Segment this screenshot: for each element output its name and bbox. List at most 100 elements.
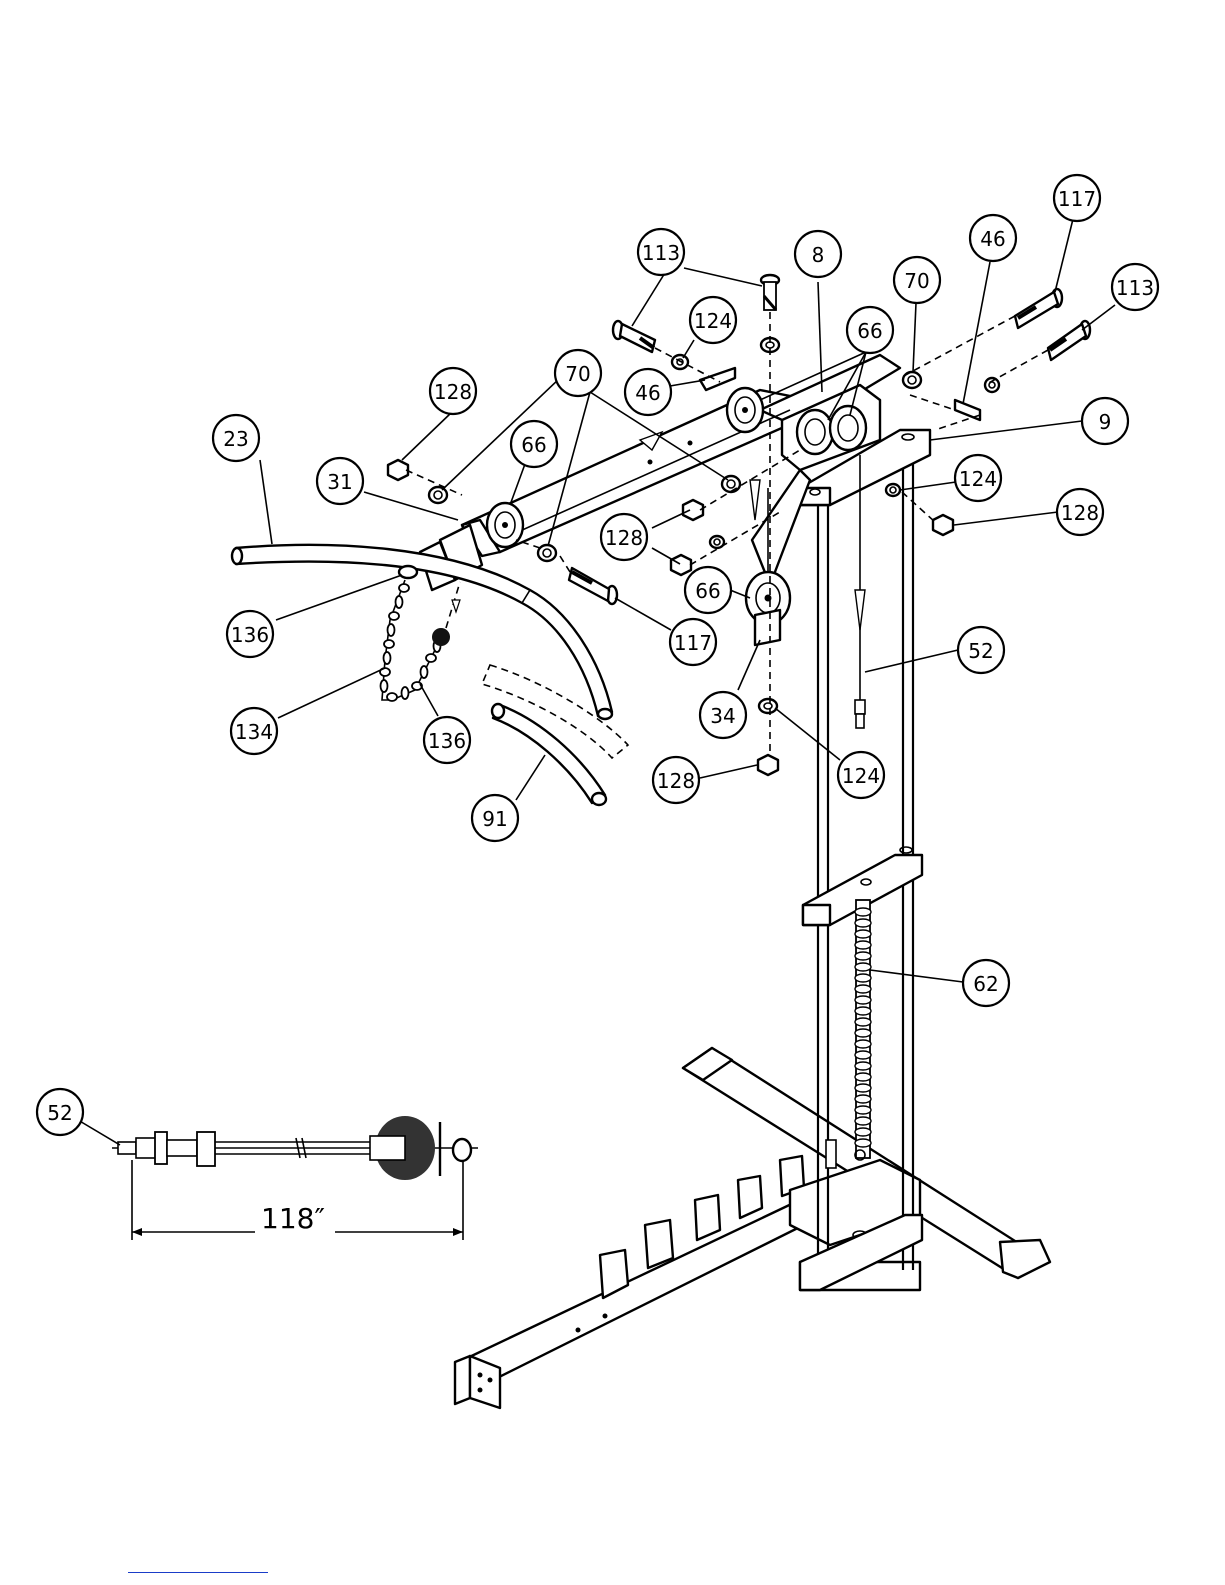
- stem-ring: [855, 974, 871, 982]
- callout-number: 46: [980, 227, 1005, 251]
- callout-number: 34: [710, 704, 735, 728]
- stem-ring: [855, 930, 871, 938]
- stem-ring: [855, 1095, 871, 1103]
- callout-number: 66: [857, 319, 882, 343]
- callout-part-70: 70: [894, 257, 940, 303]
- callout-part-66: 66: [847, 307, 893, 353]
- cable-detail-inset: 118″: [112, 1116, 478, 1240]
- bolt-113-right: [1048, 321, 1090, 360]
- stem-ring: [855, 963, 871, 971]
- cable-length-label: 118″: [261, 1202, 325, 1235]
- callout-part-128: 128: [1057, 489, 1103, 535]
- floating-pulley: [746, 470, 810, 645]
- stem-ring: [855, 1073, 871, 1081]
- callout-part-46: 46: [970, 215, 1016, 261]
- callout-part-113: 113: [1112, 264, 1158, 310]
- chain-link: [387, 693, 397, 701]
- pulley-head-a: [797, 410, 833, 454]
- chain-link: [381, 680, 388, 692]
- callout-part-66: 66: [511, 421, 557, 467]
- callout-part-62: 62: [963, 960, 1009, 1006]
- callout-part-128: 128: [601, 514, 647, 560]
- callout-number: 136: [428, 729, 466, 753]
- stem-ring: [855, 1106, 871, 1114]
- callout-number: 23: [223, 427, 248, 451]
- footer-rule: [128, 1572, 268, 1573]
- chain-link: [426, 654, 436, 662]
- stem-ring: [855, 919, 871, 927]
- bolt-113-top: [761, 275, 779, 310]
- stem-ring: [855, 952, 871, 960]
- callout-number: 91: [482, 807, 507, 831]
- callout-number: 124: [959, 467, 997, 491]
- bolt-117-lower: [569, 568, 617, 604]
- grip-91: [482, 665, 628, 805]
- callout-number: 8: [812, 243, 825, 267]
- callout-number: 128: [605, 526, 643, 550]
- chain-link: [384, 640, 394, 648]
- callout-number: 70: [565, 362, 590, 386]
- callout-part-117: 117: [670, 619, 716, 665]
- stem-ring: [855, 1018, 871, 1026]
- bolt-113-left: [613, 321, 655, 352]
- callout-number: 128: [657, 769, 695, 793]
- callout-part-128: 128: [653, 757, 699, 803]
- stem-ring: [855, 941, 871, 949]
- stem-ring: [855, 996, 871, 1004]
- callout-part-91: 91: [472, 795, 518, 841]
- chain-link: [399, 584, 409, 592]
- stem-ring: [855, 985, 871, 993]
- callout-number: 9: [1099, 410, 1112, 434]
- stem-ring: [855, 1051, 871, 1059]
- pulley-head-b: [830, 406, 866, 450]
- stem-ring: [855, 1128, 871, 1136]
- callout-part-52: 52: [37, 1089, 83, 1135]
- callout-number: 134: [235, 720, 273, 744]
- callout-part-31: 31: [317, 458, 363, 504]
- callout-part-136: 136: [227, 611, 273, 657]
- callout-number: 66: [521, 433, 546, 457]
- chain-134: [380, 566, 460, 701]
- bolt-117-right: [1015, 289, 1062, 328]
- callout-number: 128: [434, 380, 472, 404]
- callout-number: 52: [968, 639, 993, 663]
- callout-part-124: 124: [690, 297, 736, 343]
- stem-ring: [855, 1007, 871, 1015]
- pulley-boom-left: [487, 503, 523, 547]
- callout-part-66: 66: [685, 567, 731, 613]
- callout-part-9: 9: [1082, 398, 1128, 444]
- chain-link: [389, 612, 399, 620]
- callout-number: 113: [642, 241, 680, 265]
- callout-part-134: 134: [231, 708, 277, 754]
- callout-part-8: 8: [795, 231, 841, 277]
- lat-bar: [232, 545, 612, 719]
- callout-number: 117: [674, 631, 712, 655]
- stem-ring: [855, 1062, 871, 1070]
- callout-part-117: 117: [1054, 175, 1100, 221]
- callout-number: 52: [47, 1101, 72, 1125]
- callout-part-52: 52: [958, 627, 1004, 673]
- callout-part-23: 23: [213, 415, 259, 461]
- callout-number: 62: [973, 972, 998, 996]
- callout-number: 128: [1061, 501, 1099, 525]
- callout-number: 70: [904, 269, 929, 293]
- callout-number: 124: [694, 309, 732, 333]
- part-callouts: 117 113 8 46 70 113 124 66 70 128 46 9 23 66 31 124 128 1…: [37, 175, 1158, 1135]
- chain-link: [402, 687, 409, 699]
- callout-number: 117: [1058, 187, 1096, 211]
- callout-part-124: 124: [838, 752, 884, 798]
- stem-ring: [855, 1040, 871, 1048]
- chain-link: [421, 666, 428, 678]
- callout-part-46: 46: [625, 369, 671, 415]
- chain-link: [388, 624, 395, 636]
- stem-ring: [855, 908, 871, 916]
- callout-part-136: 136: [424, 717, 470, 763]
- stem-ring: [855, 1084, 871, 1092]
- callout-number: 124: [842, 764, 880, 788]
- callout-part-34: 34: [700, 692, 746, 738]
- base-frame: [455, 1048, 1050, 1408]
- callout-number: 113: [1116, 276, 1154, 300]
- callout-number: 66: [695, 579, 720, 603]
- stem-ring: [855, 1117, 871, 1125]
